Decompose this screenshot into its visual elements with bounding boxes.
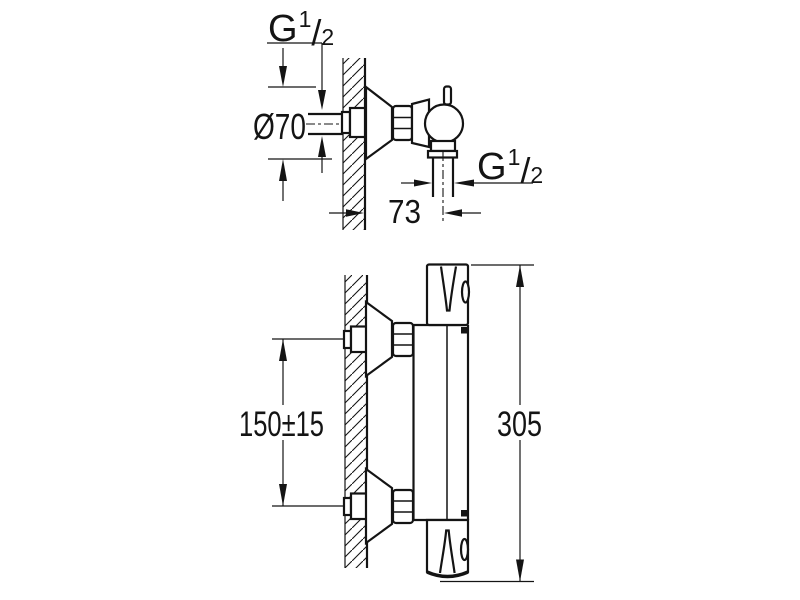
indicator-mark-bottom — [461, 510, 468, 517]
handle-bottom — [425, 518, 470, 579]
wall-hatching-lower — [344, 275, 369, 568]
mixer-body — [412, 323, 470, 522]
side-button-top — [460, 280, 471, 304]
union-nut-bottom — [342, 492, 369, 521]
control-knob — [423, 103, 465, 144]
dimension-escutcheon-diameter: Ø70 — [253, 48, 332, 201]
hex-nut-top — [391, 321, 415, 358]
escutcheon — [364, 84, 394, 162]
wall-to-outlet-label: 73 — [388, 193, 421, 230]
handle-grip-bottom — [438, 529, 456, 574]
connection-spacing-label: 150±15 — [239, 405, 324, 444]
overall-length-label: 305 — [497, 405, 542, 444]
hex-nut — [391, 104, 414, 142]
escutcheon-diameter-label: Ø70 — [253, 106, 306, 147]
hex-nut-bottom — [391, 488, 415, 525]
temperature-stem — [442, 85, 453, 106]
union-nut — [340, 106, 367, 139]
dimension-wall-to-outlet: 73 — [329, 193, 481, 230]
inlet-thread-label: G1/2 — [268, 6, 334, 53]
dimension-inlet-thread: G1/2 — [267, 6, 334, 110]
indicator-mark-top — [461, 327, 468, 334]
outlet-thread-label: G1/2 — [477, 144, 543, 191]
dimension-overall-length: 305 — [440, 264, 542, 583]
wall-hatching — [342, 58, 367, 230]
handle-grip-top — [439, 266, 458, 312]
dimension-outlet-thread: G1/2 — [401, 144, 543, 191]
escutcheon-bottom — [364, 466, 394, 546]
profile-view: 150±15 — [239, 263, 542, 583]
union-nut-top — [342, 325, 369, 354]
top-view: G1/2 Ø70 — [253, 6, 543, 230]
valve-body — [410, 98, 431, 149]
side-button-bottom — [459, 537, 470, 562]
handle-top — [425, 263, 471, 327]
escutcheon-top — [364, 299, 394, 379]
outlet-connector — [426, 139, 459, 222]
